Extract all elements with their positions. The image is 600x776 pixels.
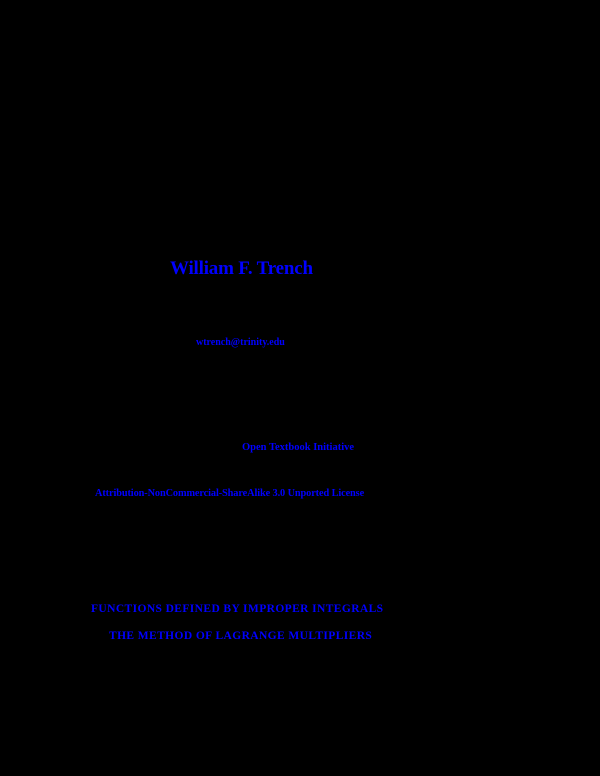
author-name-link[interactable]: William F. Trench xyxy=(170,258,313,279)
supplement-link-lagrange-multipliers[interactable]: THE METHOD OF LAGRANGE MULTIPLIERS xyxy=(109,630,373,642)
license-link[interactable]: Attribution-NonCommercial-ShareAlike 3.0… xyxy=(95,488,365,499)
open-textbook-initiative-link[interactable]: Open Textbook Initiative xyxy=(242,442,355,453)
supplement-link-improper-integrals[interactable]: FUNCTIONS DEFINED BY IMPROPER INTEGRALS xyxy=(91,603,384,615)
author-email-link[interactable]: wtrench@trinity.edu xyxy=(196,337,285,348)
